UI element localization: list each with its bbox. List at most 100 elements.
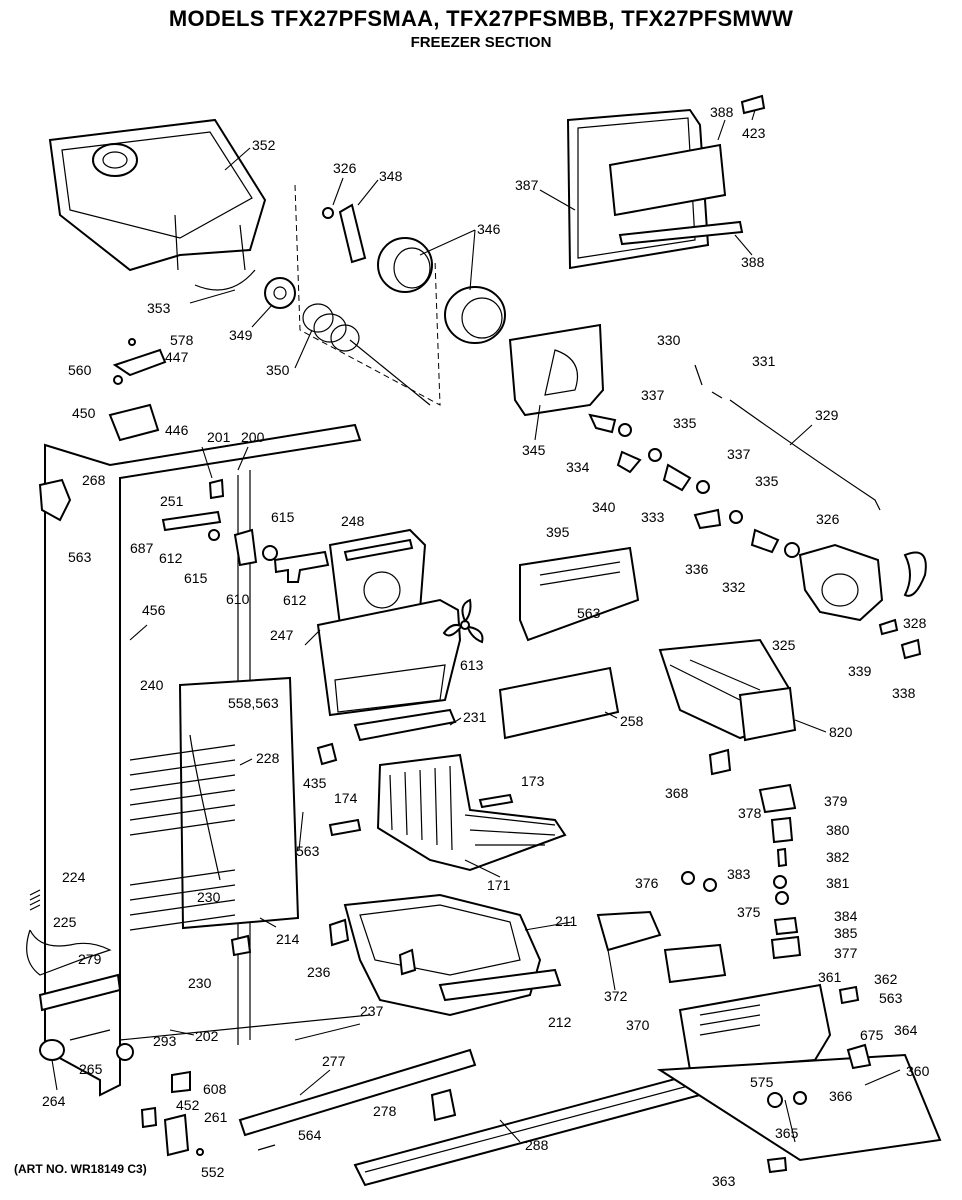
- label-378: 378: [738, 805, 762, 821]
- label-174: 174: [334, 790, 358, 806]
- label-381: 381: [826, 875, 850, 891]
- label-383: 383: [727, 866, 751, 882]
- label-331: 331: [752, 353, 776, 369]
- label-362: 362: [874, 971, 898, 987]
- label-385: 385: [834, 925, 858, 941]
- label-224: 224: [62, 869, 86, 885]
- label-364: 364: [894, 1022, 918, 1038]
- plate-345-part: [508, 323, 605, 417]
- label-456: 456: [142, 602, 166, 618]
- label-211: 211: [555, 913, 578, 929]
- label-435: 435: [303, 775, 327, 791]
- label-335: 335: [673, 415, 697, 431]
- hardware-part: [39, 1029, 204, 1157]
- drain-tube-part: [26, 889, 122, 1012]
- icemaker-part: [658, 638, 797, 776]
- label-251: 251: [160, 493, 184, 509]
- label-336: 336: [685, 561, 709, 577]
- label-346: 346: [477, 221, 501, 237]
- dispenser-door-258-part: [498, 666, 620, 740]
- label-387: 387: [515, 177, 539, 193]
- label-452: 452: [176, 1097, 200, 1113]
- label-335-lower: 335: [755, 473, 779, 489]
- label-248: 248: [341, 513, 365, 529]
- label-277: 277: [322, 1053, 346, 1069]
- label-225: 225: [53, 914, 77, 930]
- label-328: 328: [903, 615, 927, 631]
- auger-motor-part: [798, 543, 927, 660]
- label-612: 612: [159, 550, 183, 566]
- label-171: 171: [487, 877, 511, 893]
- label-376: 376: [635, 875, 659, 891]
- label-173: 173: [521, 773, 545, 789]
- bracket-236-part: [328, 918, 350, 947]
- label-236: 236: [307, 964, 331, 980]
- label-560: 560: [68, 362, 92, 378]
- label-563: 563: [68, 549, 92, 565]
- label-240: 240: [140, 677, 164, 693]
- leader-lines: [51, 109, 901, 1143]
- evaporator-cover-part: [316, 528, 462, 742]
- diagram-title: MODELS TFX27PFSMAA, TFX27PFSMBB, TFX27PF…: [168, 6, 794, 31]
- label-200: 200: [241, 429, 265, 445]
- label-372: 372: [604, 988, 628, 1004]
- label-353: 353: [147, 300, 171, 316]
- label-613: 613: [460, 657, 484, 673]
- label-610: 610: [226, 591, 250, 607]
- label-261: 261: [204, 1109, 228, 1125]
- label-349: 349: [229, 327, 253, 343]
- label-348: 348: [379, 168, 403, 184]
- control-components-part: [681, 783, 802, 960]
- label-258: 258: [620, 713, 644, 729]
- label-334: 334: [566, 459, 590, 475]
- label-329: 329: [815, 407, 839, 423]
- label-325: 325: [772, 637, 796, 653]
- label-326: 326: [333, 160, 357, 176]
- label-338: 338: [892, 685, 916, 701]
- label-326-lower: 326: [816, 511, 840, 527]
- light-socket-part: [38, 478, 72, 522]
- label-268: 268: [82, 472, 106, 488]
- label-368: 368: [665, 785, 689, 801]
- label-293: 293: [153, 1033, 177, 1049]
- ice-bucket-part: [48, 118, 267, 291]
- label-339: 339: [848, 663, 872, 679]
- label-820: 820: [829, 724, 853, 740]
- label-333: 333: [641, 509, 665, 525]
- label-563-evap: 563: [296, 843, 320, 859]
- panel-395-part: [519, 546, 640, 642]
- clip-435-part: [316, 742, 338, 766]
- fan-blade-part: [442, 598, 484, 644]
- label-575: 575: [750, 1074, 774, 1090]
- label-228: 228: [256, 750, 280, 766]
- label-345: 345: [522, 442, 546, 458]
- label-388-lower: 388: [741, 254, 765, 270]
- label-212: 212: [548, 1014, 572, 1030]
- label-380: 380: [826, 822, 850, 838]
- label-615-lower: 615: [184, 570, 208, 586]
- label-388: 388: [710, 104, 734, 120]
- label-382: 382: [826, 849, 850, 865]
- auger-assembly-part: [264, 203, 506, 406]
- label-366: 366: [829, 1088, 853, 1104]
- label-563-ctrl: 563: [879, 990, 903, 1006]
- label-350: 350: [266, 362, 290, 378]
- label-201: 201: [207, 429, 231, 445]
- label-446: 446: [165, 422, 189, 438]
- storage-bin-part: [343, 893, 562, 1017]
- label-288: 288: [525, 1137, 549, 1153]
- label-365: 365: [775, 1125, 799, 1141]
- label-370: 370: [626, 1017, 650, 1033]
- diagram-subtitle: FREEZER SECTION: [410, 34, 552, 51]
- label-337: 337: [641, 387, 665, 403]
- art-number: (ART NO. WR18149 C3): [14, 1162, 147, 1176]
- label-612-lower: 612: [283, 592, 307, 608]
- part-labels: 352 326 348 346 353 349 350 578 447 560 …: [42, 104, 930, 1189]
- label-615: 615: [271, 509, 295, 525]
- label-608: 608: [203, 1081, 227, 1097]
- label-563-panel: 563: [577, 605, 601, 621]
- label-552: 552: [201, 1164, 225, 1180]
- label-558-563: 558,563: [228, 695, 279, 711]
- shelf-bracket-part: [112, 348, 167, 377]
